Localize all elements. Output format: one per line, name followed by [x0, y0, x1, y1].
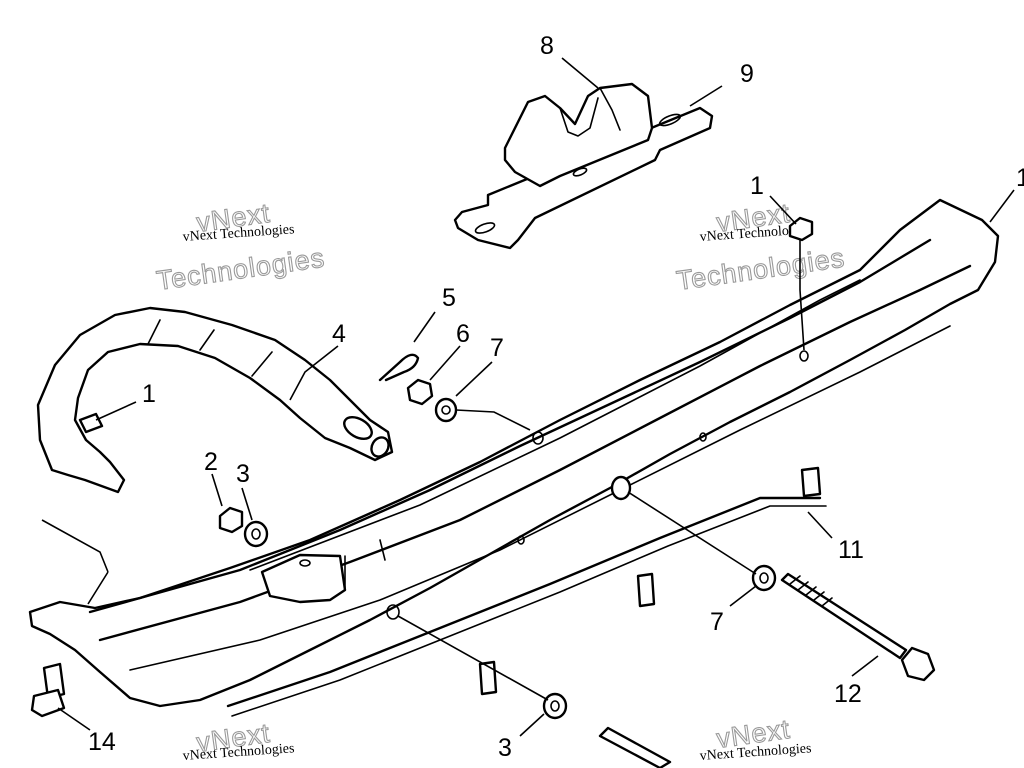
callout-3-bottom: 3: [498, 734, 512, 762]
handle-shading: [147, 319, 273, 377]
leader-7-lower: [729, 585, 757, 607]
callout-6: 6: [456, 320, 470, 348]
locknut: [218, 506, 244, 534]
ski-bottom-line: [129, 325, 951, 671]
leader-12: [851, 655, 879, 677]
leader-3-mid: [241, 487, 253, 521]
ski-recess-lines: [344, 539, 386, 591]
callout-2: 2: [204, 448, 218, 476]
top-nut-leader: [799, 240, 805, 351]
washer-bottom: [542, 692, 568, 720]
washer-upper-hole: [441, 405, 451, 415]
callout-14: 14: [88, 728, 116, 756]
callout-3-mid: 3: [236, 460, 250, 488]
callout-4: 4: [332, 320, 346, 348]
washer-mid-hole: [251, 528, 261, 540]
castle-nut: [406, 378, 434, 406]
watermark-left-top: vNext vNext Technologies Technologies: [154, 197, 327, 296]
washer-upper: [434, 397, 458, 423]
mounting-plate: [453, 106, 714, 250]
washer-mid: [243, 520, 269, 548]
washer-lower-hole: [759, 572, 769, 584]
ski-hole-small-2: [699, 432, 707, 442]
watermark-left-bottom: vNext vNext Technologies: [182, 717, 295, 764]
handle-bracket-leader: [41, 519, 109, 605]
leader-4: [289, 345, 339, 401]
washer-bottom-hole: [550, 700, 560, 712]
saddle-hole: [572, 167, 588, 177]
plate-slot-right: [658, 113, 682, 127]
saddle-plate-assembly: [453, 82, 714, 250]
bolt-shank: [780, 572, 908, 660]
ski-inner-line: [249, 279, 861, 571]
callout-5: 5: [442, 284, 456, 312]
ski-handle: [36, 306, 394, 605]
wear-bar-stud-rear: [478, 660, 498, 696]
leader-14: [57, 707, 91, 731]
saddle-groove: [559, 97, 599, 137]
saddle-ridge: [599, 87, 621, 131]
callout-7-lower: 7: [710, 608, 724, 636]
ski-hole-small: [517, 535, 525, 545]
leader-5: [413, 311, 436, 343]
handle-slot: [343, 415, 373, 441]
handle-end-hole: [370, 436, 390, 458]
bolt-head: [900, 646, 936, 682]
ski-front-hole: [799, 350, 809, 362]
callout-11: 11: [838, 536, 864, 564]
callout-8: 8: [540, 32, 554, 60]
wear-bar-stud-middle: [636, 572, 656, 608]
bolt-axis-leader: [627, 491, 757, 575]
lower-bolt-shank: [598, 726, 672, 768]
watermark-right-top: vNext vNext Technologies Technologies: [674, 197, 847, 296]
leader-6: [429, 345, 461, 381]
washer-bottom-leader: [397, 615, 549, 701]
ski-body: [28, 198, 1000, 708]
watermark-company: vNext Technologies: [699, 741, 812, 764]
ski-hole-side: [386, 604, 400, 620]
watermark-technologies: Technologies: [675, 243, 847, 296]
callout-labels: 8 9 1 1 1 4 5 6 7 2 3 11 7 12 3 14: [88, 32, 1024, 762]
handle-nut: [78, 412, 104, 434]
leader-9: [689, 85, 723, 107]
leader-1-left: [95, 401, 137, 421]
washer-upper-leader: [455, 409, 531, 431]
leader-3-bottom: [519, 713, 545, 737]
ski-top-rail: [88, 238, 932, 614]
wear-bar: [226, 466, 827, 717]
plate-slot-left: [474, 222, 496, 234]
callout-7-upper: 7: [490, 334, 504, 362]
ski-bolt-head: [30, 688, 66, 718]
wear-bar-line: [226, 496, 822, 708]
leader-1-top: [769, 195, 797, 225]
callout-1-left: 1: [142, 380, 156, 408]
callout-1-top: 1: [750, 172, 764, 200]
ski-hole-front: [299, 559, 311, 567]
wear-bar-line-lower: [231, 505, 827, 717]
leader-7-upper: [455, 361, 493, 397]
callout-9: 9: [740, 60, 754, 88]
ski-upper-hole: [532, 431, 544, 445]
leader-11: [807, 511, 833, 539]
watermark-right-bottom: vNext vNext Technologies: [699, 713, 812, 764]
leader-2: [211, 473, 223, 507]
ski-saddle-recess: [260, 553, 347, 604]
callout-leaders: [57, 57, 1015, 737]
handle-body: [36, 306, 394, 494]
cotter-pin: [378, 353, 420, 382]
wear-bar-stud-front: [800, 466, 822, 498]
callout-12: 12: [834, 680, 862, 708]
leader-1-edge: [989, 189, 1015, 223]
leader-8: [561, 57, 599, 89]
bolt-threads: [789, 575, 833, 607]
washer-lower: [751, 564, 777, 592]
callout-1-edge: 1: [1016, 164, 1024, 192]
ski-bolt-hole: [610, 475, 632, 501]
watermark-technologies: Technologies: [155, 243, 327, 296]
